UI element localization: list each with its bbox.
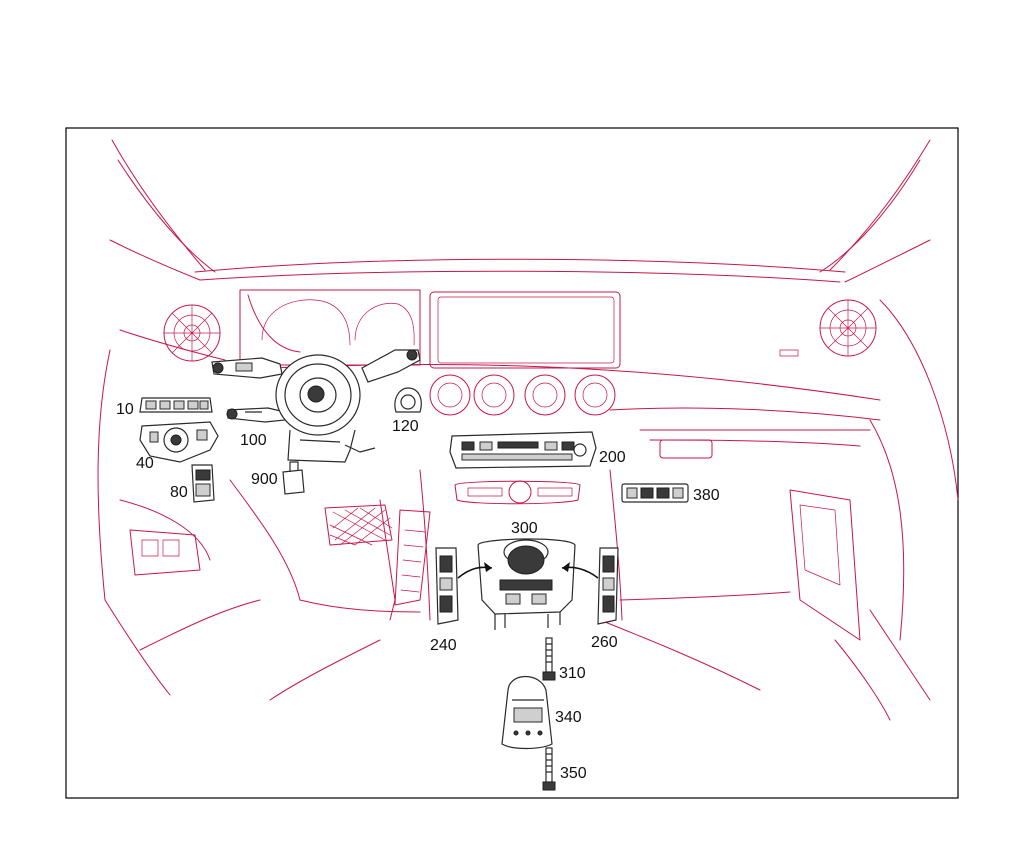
part-100-wiper-stalk: [226, 407, 286, 423]
part-120-ring: [394, 387, 422, 413]
part-260-console-switch-right: [597, 547, 619, 625]
part-40-headlamp-switch: [139, 421, 219, 463]
callout-350: 350: [560, 765, 587, 782]
callout-10: 10: [116, 401, 134, 418]
part-240-console-switch-left: [435, 547, 459, 625]
assembly-arrows: [457, 562, 599, 579]
callout-40: 40: [136, 455, 154, 472]
part-310-bolt: [542, 637, 556, 681]
diagram-frame: [65, 127, 959, 799]
callout-380: 380: [693, 487, 720, 504]
stalk-right: [361, 349, 421, 383]
stalk-left: [211, 357, 283, 379]
part-350-bolt: [542, 747, 556, 791]
callout-100: 100: [240, 432, 267, 449]
callout-340: 340: [555, 709, 582, 726]
part-340-cover: [501, 676, 553, 750]
cabin-outline: [97, 139, 959, 721]
callout-260: 260: [591, 634, 618, 651]
part-200-climate-panel: [449, 431, 597, 469]
part-900-bracket: [282, 461, 305, 495]
part-10-switch-panel: [139, 397, 213, 413]
callout-300: 300: [511, 520, 538, 537]
callout-240: 240: [430, 637, 457, 654]
part-clock-spring: [275, 354, 376, 463]
callout-310: 310: [559, 665, 586, 682]
part-300-console-controller: [477, 538, 576, 630]
callout-900: 900: [251, 471, 278, 488]
callout-200: 200: [599, 449, 626, 466]
part-380-switch-bar: [621, 483, 689, 503]
part-80-switch: [191, 464, 215, 503]
callout-80: 80: [170, 484, 188, 501]
callout-120: 120: [392, 418, 419, 435]
